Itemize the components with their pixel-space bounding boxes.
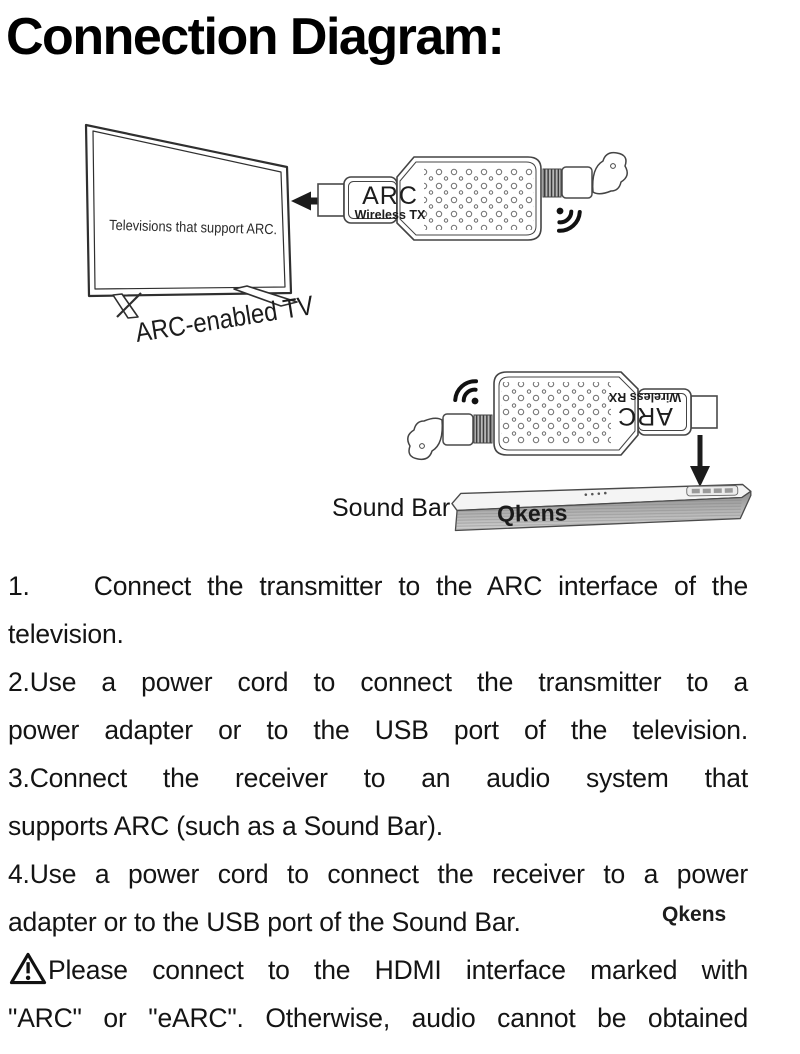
page-title: Connection Diagram:	[6, 8, 505, 66]
transmitter-sub-label: Wireless TX	[355, 208, 426, 222]
receiver-vent-dots	[501, 382, 611, 445]
note-line: "ARC" or "eARC". Otherwise, audio cannot…	[8, 1003, 748, 1033]
receiver-power-connector	[473, 414, 493, 444]
transmitter-power-connector	[542, 168, 562, 198]
connection-diagram: Televisions that support ARC. ARC-enable…	[84, 123, 752, 532]
receiver-wifi-signal-icon	[453, 379, 479, 405]
instruction-line: supports ARC (such as a Sound Bar).	[8, 811, 443, 841]
receiver-illustration: ARC Wireless RX	[407, 371, 718, 461]
instruction-line: 3.Connect the receiver to an audio syste…	[8, 763, 748, 793]
soundbar-buttons	[686, 485, 739, 497]
instruction-line: television.	[8, 619, 124, 649]
note-line: Please connect to the HDMI interface mar…	[8, 946, 748, 994]
brand-watermark: Qkens	[662, 903, 727, 926]
tv-stand-right	[233, 285, 298, 307]
transmitter-illustration: ARC Wireless TX	[317, 151, 628, 241]
transmitter-name-label: ARC	[362, 182, 418, 210]
receiver-power-cable	[407, 417, 444, 461]
arrow-down-icon	[690, 435, 710, 487]
instructions: 1. Connect the transmitter to the ARC in…	[8, 562, 748, 1042]
soundbar-label: Sound Bar	[332, 494, 450, 522]
transmitter-hdmi-plug	[317, 183, 345, 217]
transmitter-wifi-signal-icon	[556, 207, 582, 233]
receiver-hdmi-plug	[690, 395, 718, 429]
instruction-line: 2.Use a power cord to connect the transm…	[8, 667, 748, 697]
transmitter-power-cable	[591, 151, 628, 195]
instruction-line: 4.Use a power cord to connect the receiv…	[8, 859, 748, 889]
soundbar-illustration: Qkens	[451, 483, 752, 532]
tv-stand-left	[112, 293, 139, 319]
soundbar-top-dots	[584, 491, 607, 496]
tv-illustration: Televisions that support ARC. ARC-enable…	[84, 123, 316, 348]
instruction-line: 1. Connect the transmitter to the ARC in…	[8, 571, 748, 601]
transmitter-usb-plug	[561, 166, 593, 199]
instruction-line: adapter or to the USB port of the Sound …	[8, 907, 521, 937]
instruction-line: power adapter or to the USB port of the …	[8, 715, 748, 745]
receiver-usb-plug	[442, 413, 474, 446]
receiver-name-label: ARC	[617, 402, 673, 430]
receiver-sub-label: Wireless RX	[608, 390, 681, 404]
tv-caption: ARC-enabled TV	[133, 290, 315, 348]
warning-icon	[8, 951, 48, 986]
note-text: Please connect to the HDMI interface mar…	[48, 955, 748, 985]
tv-screen-label: Televisions that support ARC.	[109, 218, 277, 238]
soundbar-brand-label: Qkens	[497, 500, 568, 527]
transmitter-vent-dots	[424, 167, 534, 230]
arrow-to-tv-icon	[291, 191, 320, 211]
